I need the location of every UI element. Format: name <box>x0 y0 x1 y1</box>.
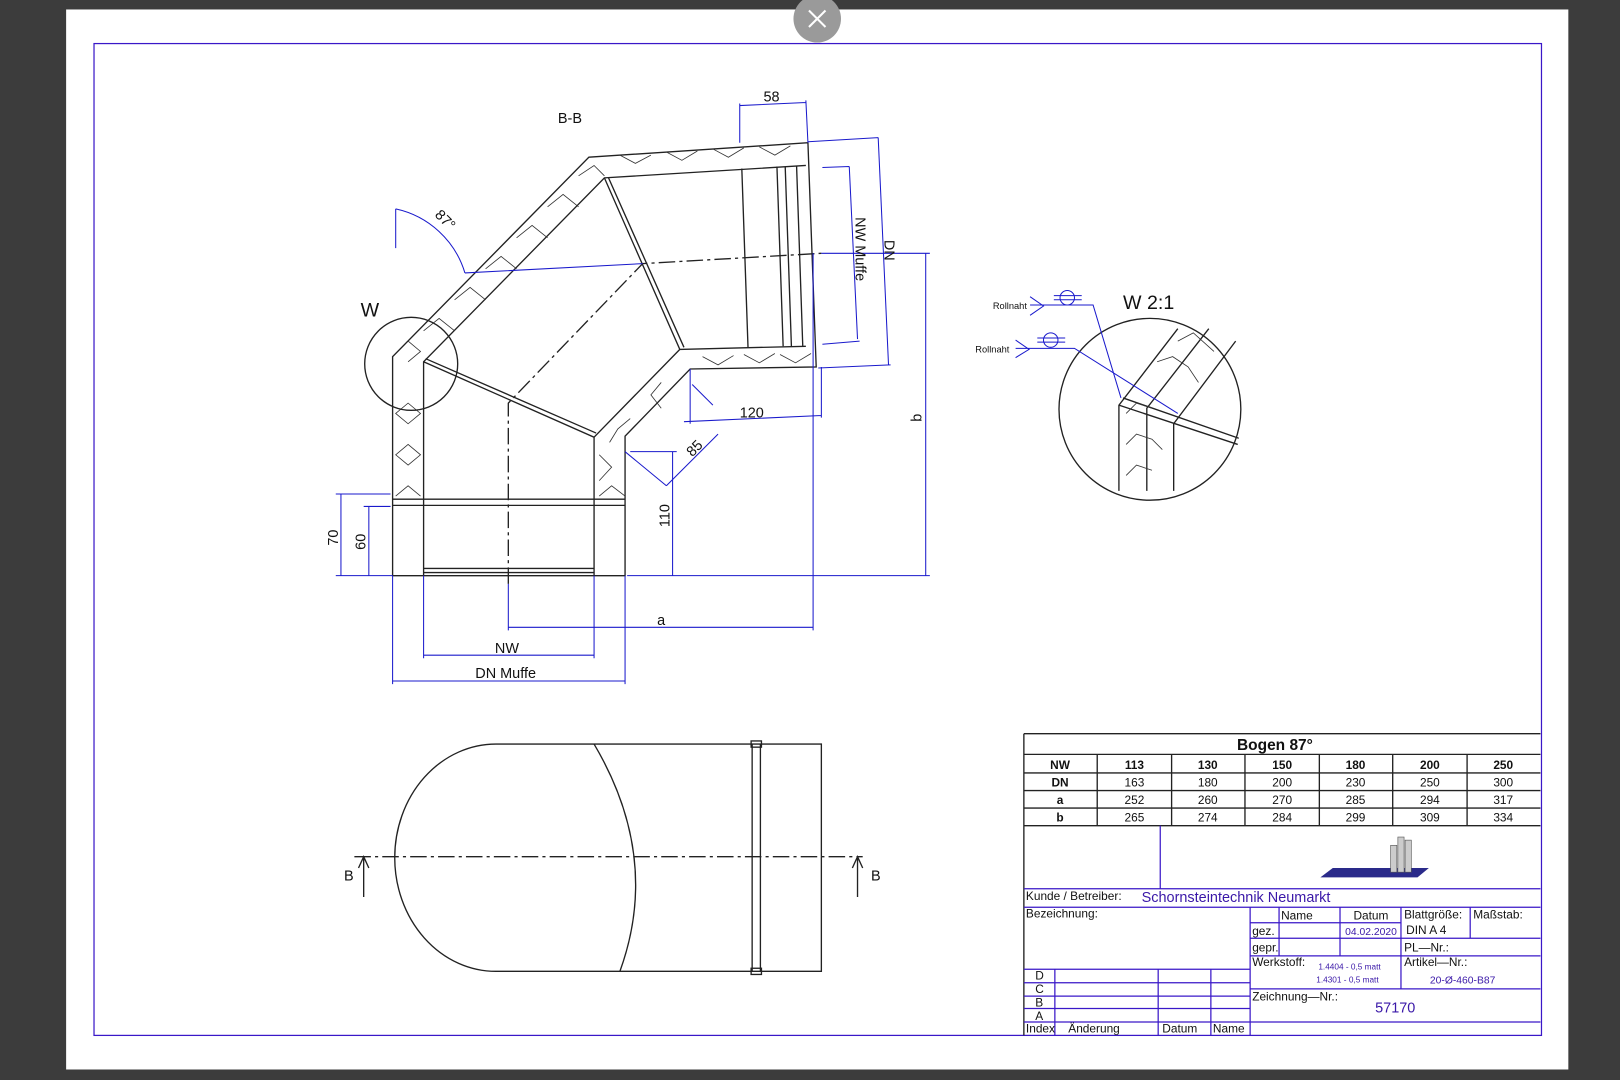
dim-dn-muffe: DN Muffe <box>475 666 536 682</box>
drawing-frame <box>93 42 1543 1037</box>
elbow-inner-contour <box>422 164 806 576</box>
revision-index: A <box>1035 1009 1043 1023</box>
gez-label: gez. <box>1252 924 1274 938</box>
zeichnung-value: 57170 <box>1375 1001 1415 1017</box>
werkstoff-value: 1.4301 - 0,5 matt <box>1316 976 1379 985</box>
table-cell: 113 <box>1125 758 1145 772</box>
rev-header-aenderung: Änderung <box>1068 1021 1120 1035</box>
massstab-label: Maßstab: <box>1473 908 1523 922</box>
detail-view-label: W 2:1 <box>1123 292 1174 314</box>
artikel-value: 20-Ø-460-B87 <box>1430 976 1496 987</box>
rev-header-datum: Datum <box>1162 1021 1197 1035</box>
dim-b: b <box>910 414 926 422</box>
table-cell: 284 <box>1272 811 1292 825</box>
name-header: Name <box>1281 909 1313 923</box>
table-cell: 265 <box>1124 811 1144 825</box>
table-cell: 250 <box>1420 775 1440 789</box>
werkstoff-label: Werkstoff: <box>1252 955 1305 969</box>
table-cell: 300 <box>1493 775 1513 789</box>
werkstoff-value: 1.4404 - 0,5 matt <box>1318 962 1381 971</box>
table-cell: 260 <box>1198 793 1218 807</box>
table-cell: 150 <box>1272 758 1292 772</box>
table-cell: 252 <box>1124 793 1144 807</box>
detail-circle-w <box>364 316 459 412</box>
weld-label: Rollnaht <box>975 344 1009 354</box>
revision-index: B <box>1035 995 1043 1009</box>
centerline <box>507 252 822 584</box>
table-cell: 230 <box>1346 775 1366 789</box>
section-mark-left: B <box>344 868 354 884</box>
table-cell: 309 <box>1420 811 1440 825</box>
bezeichnung-label: Bezeichnung: <box>1026 907 1098 921</box>
table-cell: 299 <box>1346 811 1366 825</box>
dim-nw-muffe: NW Muffe <box>851 217 867 281</box>
dim-120: 120 <box>740 406 764 422</box>
dim-60: 60 <box>354 534 370 550</box>
close-icon <box>808 9 827 28</box>
blatt-value: DIN A 4 <box>1406 923 1447 937</box>
blatt-label: Blattgröße: <box>1404 908 1462 922</box>
section-mark-right: B <box>871 868 881 884</box>
table-row-label: NW <box>1050 758 1071 772</box>
weld-symbol <box>1053 289 1082 306</box>
table-cell: 180 <box>1198 775 1218 789</box>
pl-label: PL—Nr.: <box>1404 941 1449 955</box>
table-cell: 200 <box>1420 758 1440 772</box>
kunde-value: Schornsteintechnik Neumarkt <box>1142 890 1331 906</box>
table-cell: 163 <box>1124 775 1144 789</box>
drawing-page <box>66 9 1569 1070</box>
table-cell: 317 <box>1493 793 1513 807</box>
gez-date: 04.02.2020 <box>1345 927 1397 938</box>
table-cell: 200 <box>1272 775 1292 789</box>
table-cell: 130 <box>1198 758 1218 772</box>
revision-index: D <box>1035 969 1044 983</box>
close-button[interactable] <box>793 0 841 43</box>
detail-label: W <box>361 299 380 321</box>
table-cell: 334 <box>1493 811 1513 825</box>
revision-index: C <box>1035 982 1044 996</box>
mitre-seams <box>425 177 685 434</box>
company-logo <box>1320 836 1429 878</box>
elbow-outer-contour <box>391 142 817 577</box>
dim-dn: DN <box>880 240 896 261</box>
zeichnung-label: Zeichnung—Nr.: <box>1252 989 1338 1003</box>
dimension-lines <box>335 100 930 685</box>
table-cell: 270 <box>1272 793 1292 807</box>
table-row-label: DN <box>1051 775 1068 789</box>
dim-nw: NW <box>495 641 519 657</box>
side-view: B B <box>344 740 881 976</box>
table-cell: 274 <box>1198 811 1218 825</box>
table-row-label: b <box>1056 811 1063 825</box>
gepr-label: gepr. <box>1252 941 1278 955</box>
artikel-label: Artikel—Nr.: <box>1404 955 1467 969</box>
table-cell: 250 <box>1493 758 1513 772</box>
weld-label: Rollnaht <box>993 301 1027 311</box>
dim-70: 70 <box>326 530 342 546</box>
table-cell: 180 <box>1346 758 1366 772</box>
detail-view-w: W 2:1 Rollnaht Rollnaht <box>975 289 1242 501</box>
weld-symbol <box>1037 332 1066 348</box>
table-row-label: a <box>1057 793 1064 807</box>
table-title: Bogen 87° <box>1237 737 1313 754</box>
section-label: B-B <box>558 111 582 127</box>
dim-58: 58 <box>764 89 780 105</box>
title-block: Kunde / Betreiber: Schornsteintechnik Ne… <box>1023 825 1541 1036</box>
rev-header-index: Index <box>1026 1021 1055 1035</box>
insulation-pattern <box>395 145 812 497</box>
angle-dimension <box>395 208 643 274</box>
kunde-label: Kunde / Betreiber: <box>1026 889 1122 903</box>
table-cell: 285 <box>1346 793 1366 807</box>
datum-header: Datum <box>1353 909 1388 923</box>
dim-110: 110 <box>657 504 673 527</box>
table-cell: 294 <box>1420 793 1440 807</box>
rev-header-name: Name <box>1213 1021 1245 1035</box>
dim-a: a <box>657 613 666 629</box>
